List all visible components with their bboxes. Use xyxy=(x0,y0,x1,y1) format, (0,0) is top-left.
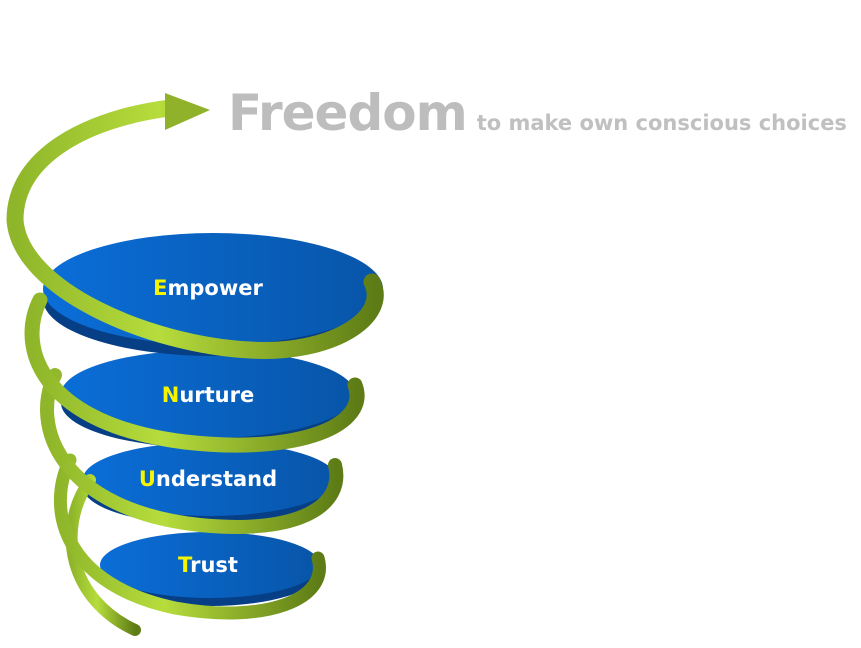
label-understand: Understand xyxy=(139,467,277,491)
label-initial: T xyxy=(178,553,191,577)
title-main: Freedom xyxy=(228,84,468,142)
page-title: Freedom to make own conscious choices xyxy=(228,84,847,142)
green-ribbon xyxy=(6,99,384,636)
label-trust: Trust xyxy=(178,553,238,577)
disc-trust xyxy=(100,532,320,606)
label-rest: urture xyxy=(179,383,255,407)
label-empower: Empower xyxy=(153,276,263,300)
title-subtitle: to make own conscious choices xyxy=(476,111,847,135)
label-rest: nderstand xyxy=(155,467,278,491)
label-rest: mpower xyxy=(167,276,263,300)
label-initial: U xyxy=(138,467,156,491)
arrow-head-icon xyxy=(165,93,210,130)
label-initial: N xyxy=(161,383,180,407)
disc-understand xyxy=(83,442,337,525)
label-nurture: Nurture xyxy=(162,383,254,407)
label-rest: rust xyxy=(190,553,238,577)
label-initial: E xyxy=(153,276,168,300)
